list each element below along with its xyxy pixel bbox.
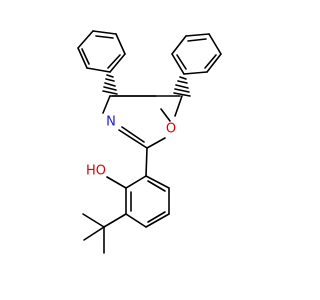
oxazoline-ring bbox=[102, 95, 183, 149]
hydroxyl-atom-label: HO bbox=[86, 164, 106, 179]
oxazoline-phenol-bond bbox=[145, 147, 148, 177]
nitrogen-atom-label: N bbox=[106, 115, 116, 130]
stereo-hash-bond-left bbox=[102, 74, 118, 95]
phenol-ring bbox=[125, 175, 170, 228]
stereo-hash-bond-right bbox=[173, 76, 191, 97]
molecule-structure: N O HO bbox=[77, 30, 222, 254]
phenyl-ring-left bbox=[77, 30, 126, 73]
oxygen-ring-atom-label: O bbox=[166, 122, 176, 137]
tert-butyl-group bbox=[82, 213, 127, 254]
hydroxyl-bond bbox=[106, 176, 127, 189]
phenyl-ring-right bbox=[171, 33, 222, 75]
